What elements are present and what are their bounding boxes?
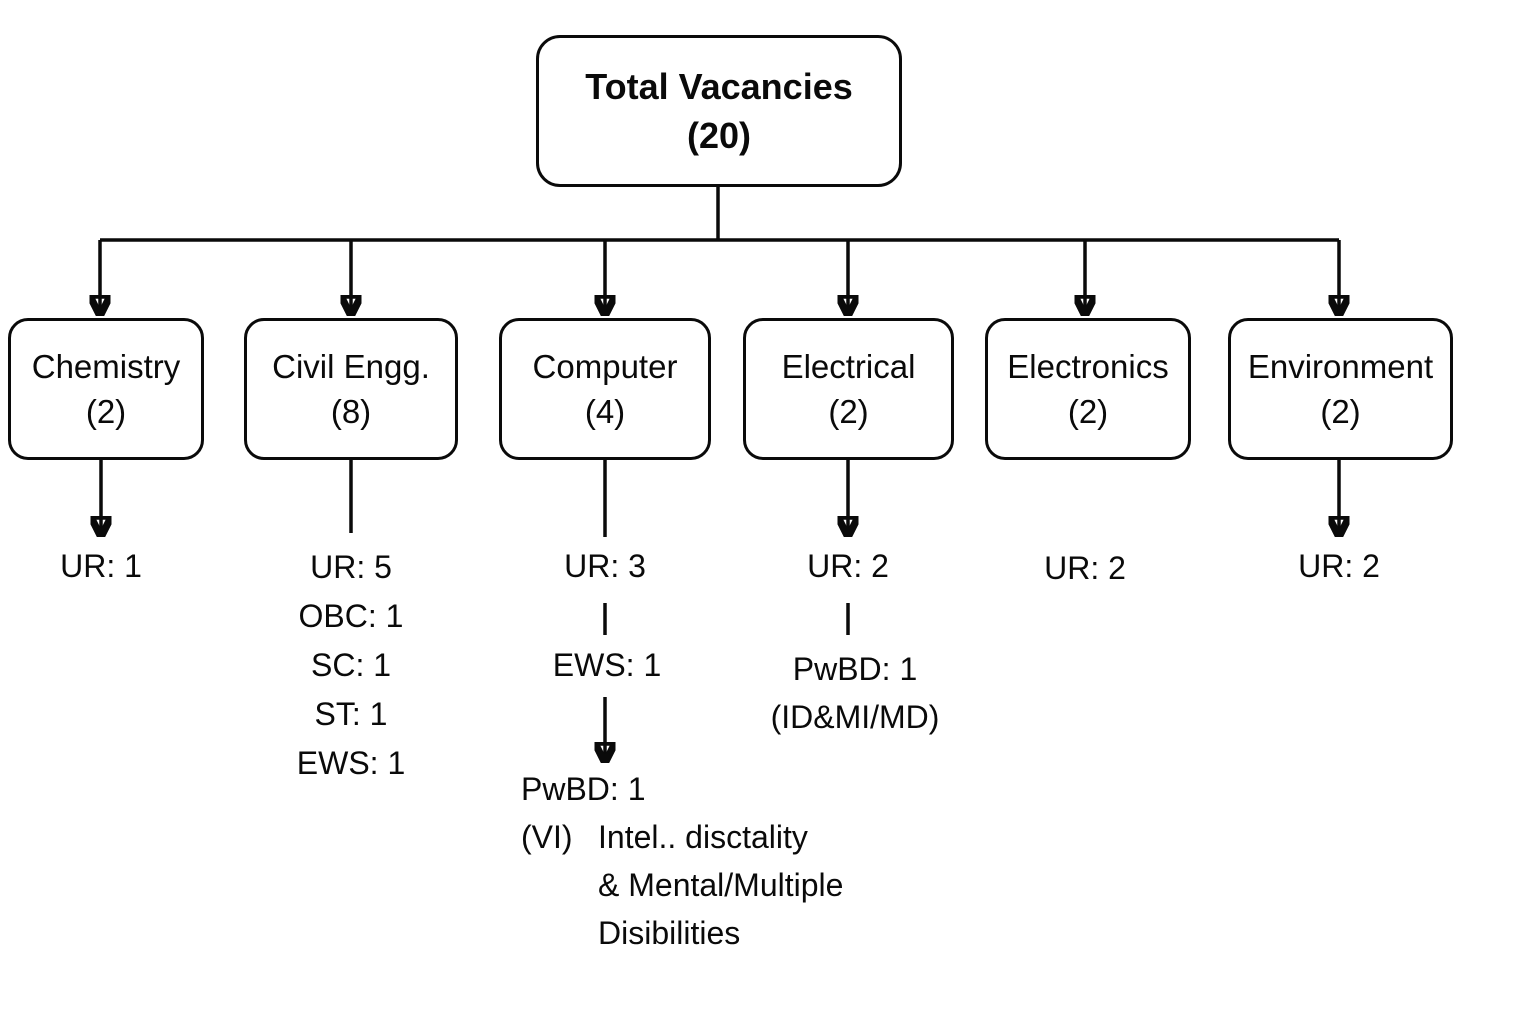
node-label: Chemistry: [31, 348, 181, 385]
computer-allocation-ews: EWS: 1: [552, 647, 662, 683]
electrical-allocation-pwbd-block: PwBD: 1 (ID&MI/MD): [771, 645, 940, 741]
node-count: (2): [1320, 393, 1361, 430]
node-electronics: Electronics (2): [985, 318, 1191, 460]
node-label: Computer: [532, 348, 678, 385]
node-label: Total Vacancies: [585, 66, 853, 107]
node-electrical: Electrical (2): [743, 318, 954, 460]
civil-allocation-ur: UR: 5: [310, 549, 392, 585]
chemistry-allocation-ur: UR: 1: [60, 548, 142, 584]
civil-allocation-st: ST: 1: [314, 696, 388, 732]
node-total-vacancies: Total Vacancies (20): [536, 35, 902, 187]
civil-allocation-sc: SC: 1: [310, 647, 392, 683]
civil-allocation-obc: OBC: 1: [298, 598, 404, 634]
electrical-allocation-pwbd: PwBD: 1: [792, 651, 918, 687]
electrical-pwbd-category: (ID&MI/MD): [770, 699, 940, 735]
electronics-allocation-ur: UR: 2: [1044, 550, 1126, 586]
computer-allocation-ur: UR: 3: [564, 548, 646, 584]
node-computer: Computer (4): [499, 318, 711, 460]
node-chemistry: Chemistry (2): [8, 318, 204, 460]
electrical-allocation-ur: UR: 2: [807, 548, 889, 584]
node-label: Civil Engg.: [272, 348, 430, 385]
computer-pwbd-desc-line3: Disibilities: [598, 915, 741, 951]
node-count: (2): [828, 393, 869, 430]
civil-allocation-list: UR: 5 OBC: 1 SC: 1 ST: 1 EWS: 1: [297, 543, 405, 788]
node-civil-engg: Civil Engg. (8): [244, 318, 458, 460]
computer-pwbd-desc-line2: & Mental/Multiple: [598, 867, 844, 903]
computer-pwbd-desc-line1: Intel.. disctality: [598, 819, 808, 855]
node-environment: Environment (2): [1228, 318, 1453, 460]
node-count: (20): [686, 115, 752, 156]
computer-pwbd-category: (VI): [521, 819, 573, 855]
node-label: Electronics: [1007, 348, 1169, 385]
computer-pwbd-desc-row: (VI) Intel.. disctality: [521, 813, 843, 861]
civil-allocation-ews: EWS: 1: [296, 745, 406, 781]
node-count: (4): [584, 393, 626, 430]
environment-allocation-ur: UR: 2: [1298, 548, 1380, 584]
computer-allocation-pwbd: PwBD: 1: [521, 771, 646, 807]
computer-allocation-pwbd-block: PwBD: 1 (VI) Intel.. disctality & Mental/…: [521, 765, 843, 957]
node-label: Electrical: [781, 348, 916, 385]
node-label: Environment: [1247, 348, 1434, 385]
node-count: (2): [1067, 393, 1109, 430]
node-count: (2): [85, 393, 127, 430]
node-count: (8): [330, 393, 372, 430]
